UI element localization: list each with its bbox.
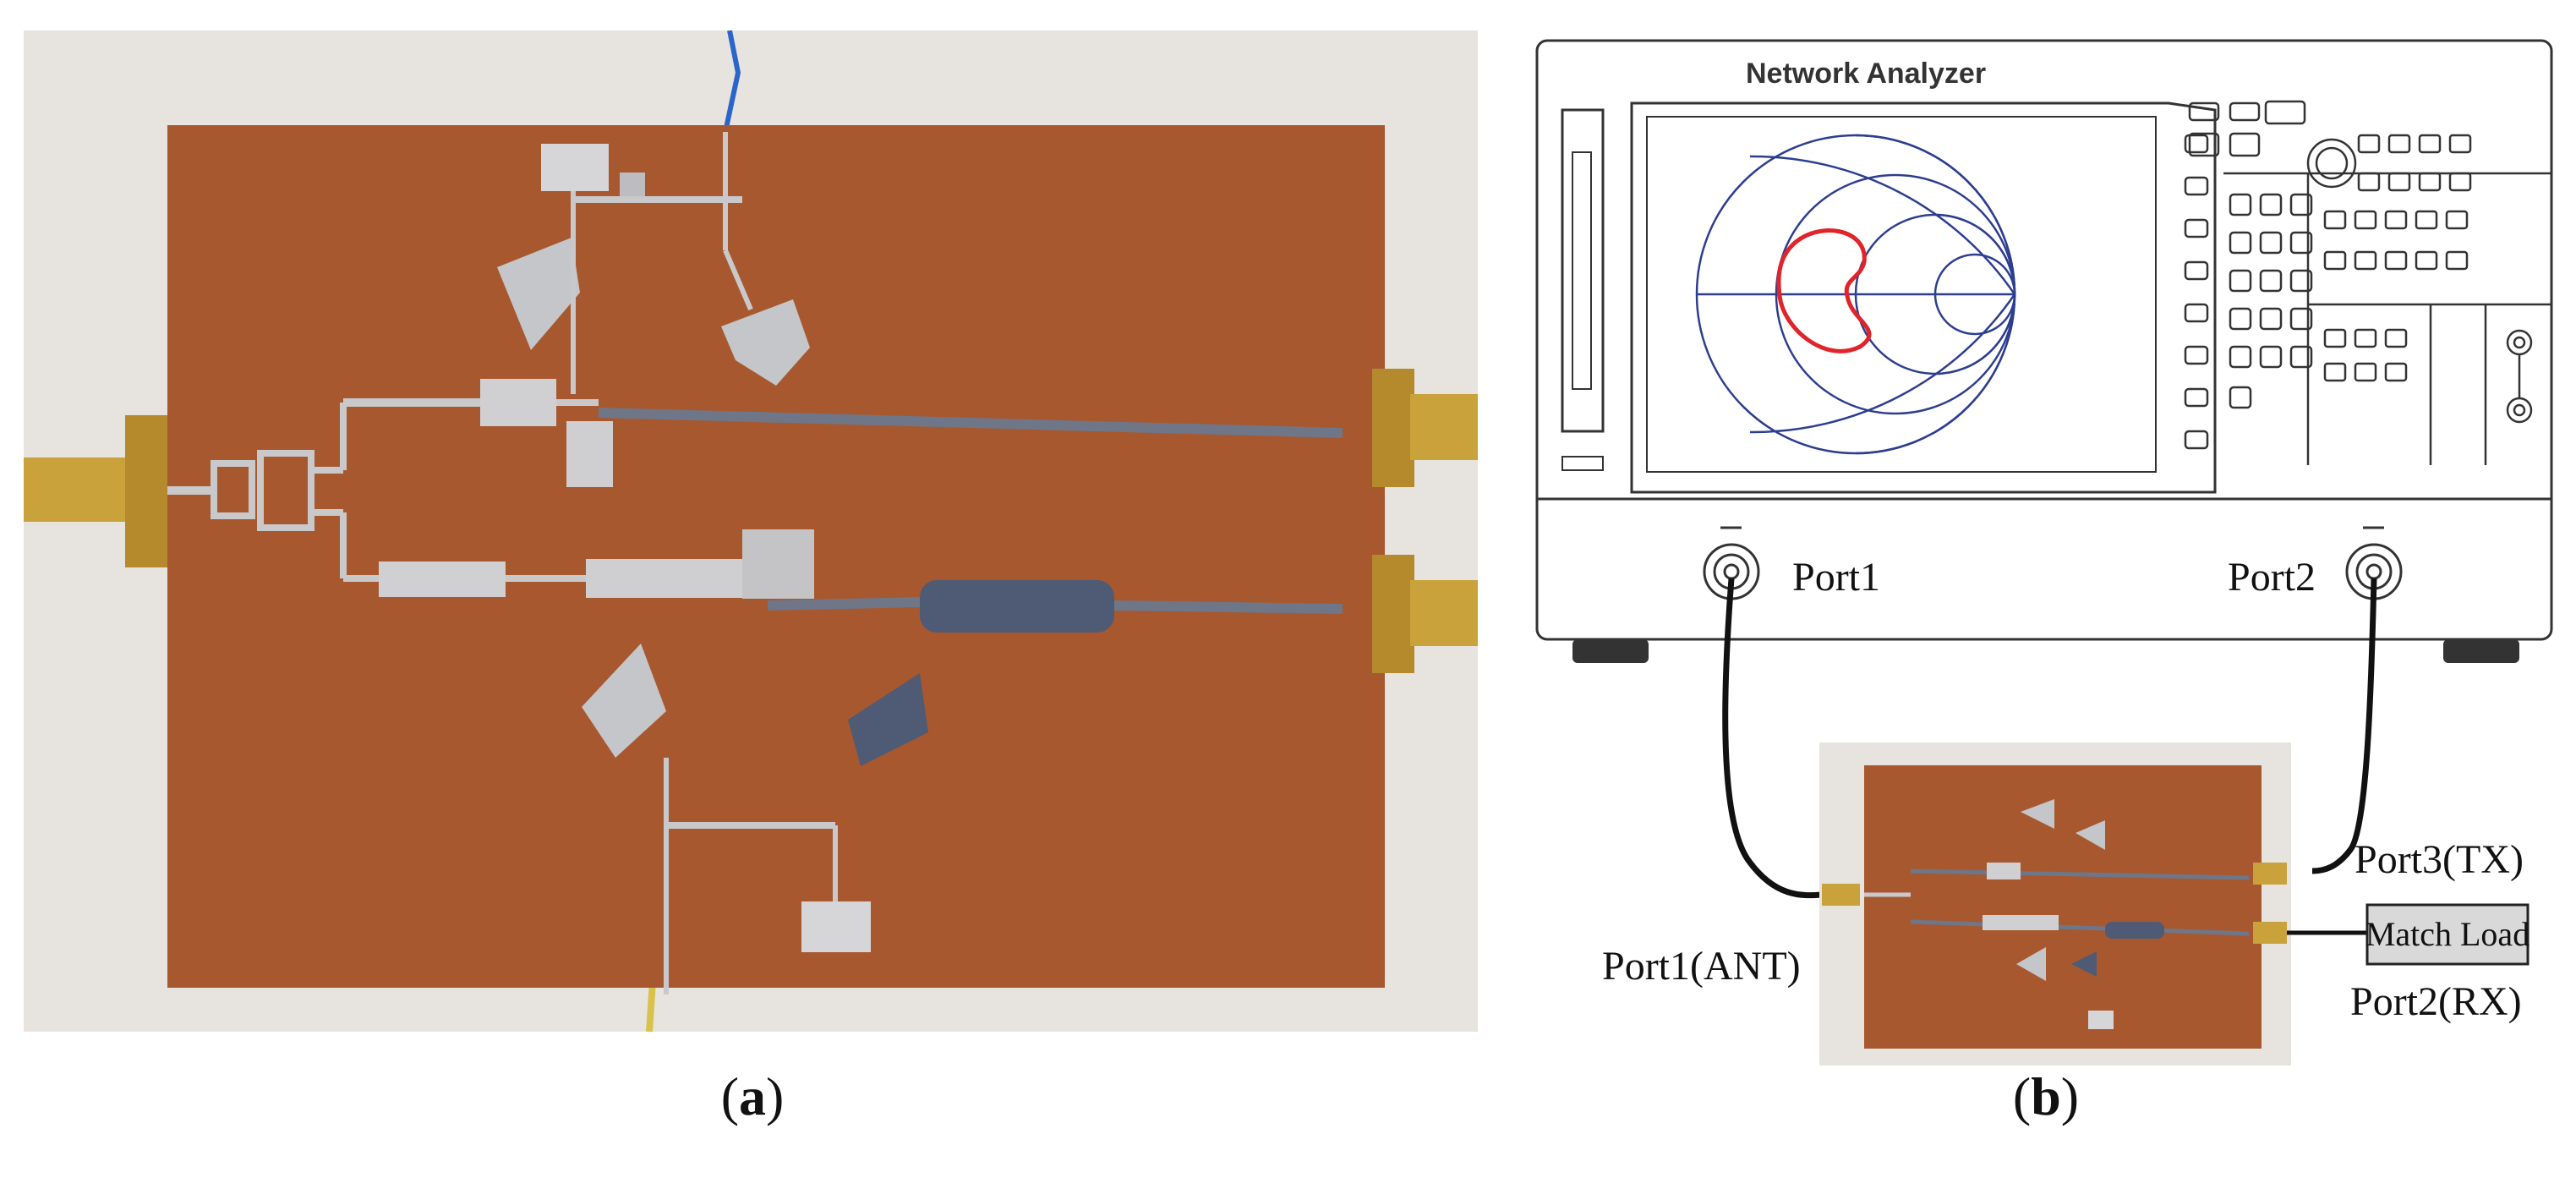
cable-port2 bbox=[2311, 578, 2377, 874]
control-panel bbox=[2188, 100, 2551, 465]
caption-b: (b) bbox=[2012, 1066, 2080, 1126]
dut-port3-tx-label: Port3(TX) bbox=[2354, 837, 2524, 882]
caption-a-letter: a bbox=[739, 1066, 766, 1126]
cable-port1 bbox=[1722, 578, 1823, 899]
sma-connector-icon bbox=[24, 458, 134, 522]
analyzer-screen bbox=[1630, 101, 2217, 494]
pcb-photo-panel bbox=[24, 30, 1478, 1033]
pcb-photo bbox=[24, 30, 1478, 1033]
dut-photo bbox=[1819, 742, 2291, 1066]
softkey-column bbox=[2184, 134, 2209, 450]
match-load-label: Match Load bbox=[2365, 915, 2530, 953]
test-setup-diagram: Network Analyzer bbox=[1513, 25, 2553, 1066]
instrument-title: Network Analyzer bbox=[1746, 58, 1986, 90]
caption-b-letter: b bbox=[2031, 1066, 2061, 1126]
network-analyzer-body bbox=[1535, 39, 2553, 641]
dut-port1-ant-label: Port1(ANT) bbox=[1602, 944, 1801, 989]
dut-port2-rx-label: Port2(RX) bbox=[2350, 979, 2522, 1024]
knob-icon bbox=[2306, 138, 2357, 189]
test-setup-svg: Network Analyzer bbox=[1535, 39, 2553, 1066]
caption-a: (a) bbox=[720, 1066, 785, 1126]
smith-chart-icon bbox=[1695, 134, 2016, 455]
match-load-box bbox=[2365, 903, 2530, 966]
analyzer-port1-label: Port1 bbox=[1792, 555, 1880, 600]
analyzer-port2-label: Port2 bbox=[2228, 555, 2316, 600]
s11-trace bbox=[1776, 228, 1872, 353]
